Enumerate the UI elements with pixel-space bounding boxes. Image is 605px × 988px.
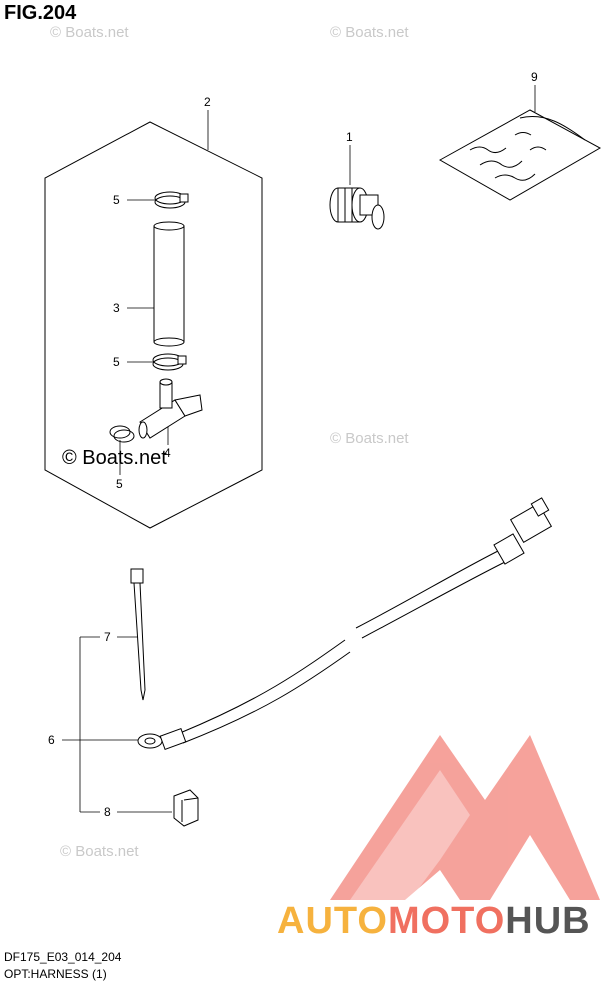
watermark: © Boats.net (60, 843, 139, 860)
callout-7: 7 (104, 630, 111, 644)
callout-1: 1 (346, 130, 353, 144)
harness-cable-drawing (137, 497, 553, 750)
watermark: © Boats.net (330, 24, 409, 41)
watermark: © Boats.net (330, 430, 409, 447)
grease-bag-drawing (438, 109, 602, 201)
brand-logo-mark (330, 735, 600, 900)
figure-title: FIG.204 (4, 2, 77, 24)
t-joint-drawing (138, 378, 203, 439)
callout-labels: 2 1 9 5 3 5 4 5 6 7 8 (48, 70, 538, 819)
callout-5: 5 (113, 355, 120, 369)
hose-kit-group-outline (44, 121, 263, 529)
brand-word-moto: MOTO (387, 900, 506, 942)
callout-5: 5 (113, 193, 120, 207)
brand-word-auto: AUTO (277, 900, 388, 942)
leader-lines (62, 85, 536, 813)
callout-2: 2 (204, 95, 211, 109)
callout-4: 4 (164, 446, 171, 460)
hose-clip-drawing (109, 191, 189, 443)
callout-6: 6 (48, 733, 55, 747)
callout-8: 8 (104, 805, 111, 819)
callout-5: 5 (116, 477, 123, 491)
brand-wordmark: AUTOMOTOHUB (277, 900, 591, 943)
connector-plug-drawing (329, 187, 385, 230)
hose-drawing (153, 221, 185, 347)
model-code: DF175_E03_014_204 (4, 950, 122, 964)
cable-tie-drawing (130, 568, 146, 701)
brand-word-hub: HUB (505, 900, 591, 942)
fuse-drawing (173, 789, 199, 827)
watermark: © Boats.net (50, 24, 129, 41)
watermark-dark: © Boats.net (62, 447, 167, 469)
section-title: OPT:HARNESS (1) (4, 967, 107, 981)
callout-9: 9 (531, 70, 538, 84)
callout-3: 3 (113, 301, 120, 315)
